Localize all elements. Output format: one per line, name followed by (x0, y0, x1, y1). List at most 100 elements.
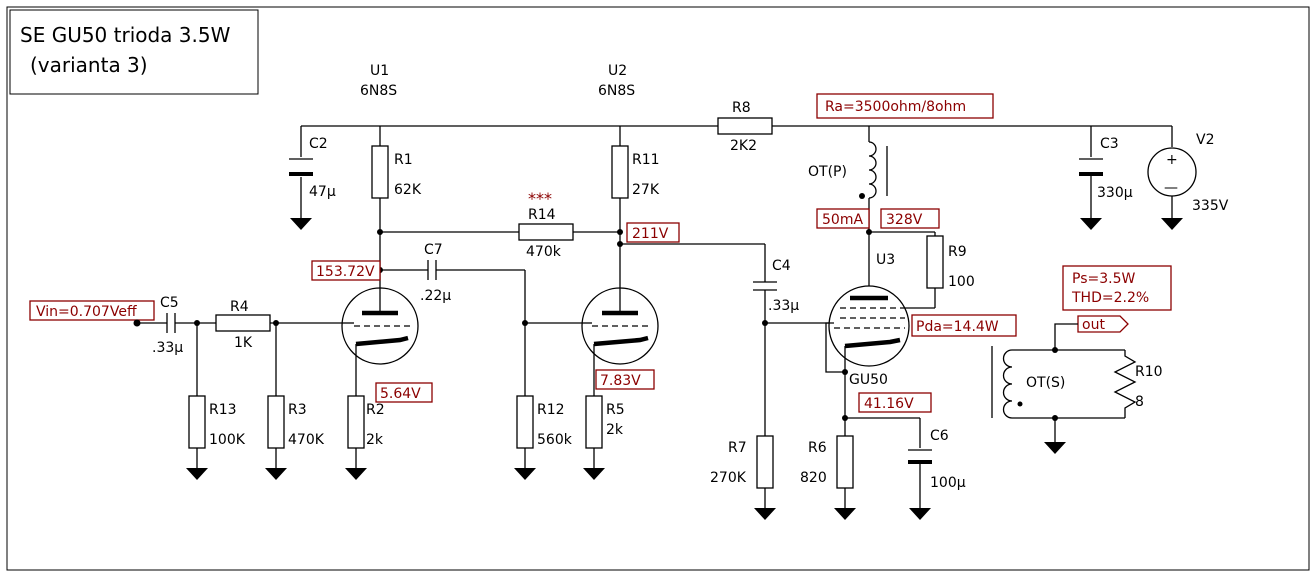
r6-value: 820 (800, 470, 827, 486)
output-transformer-primary (859, 126, 944, 309)
r9-ref: R9 (948, 244, 967, 260)
c3-ref: C3 (1100, 136, 1119, 152)
r10-ref: R10 (1135, 364, 1163, 380)
c7-value: .22µ (420, 288, 451, 304)
voltage-source-v2: + — V2 335V (1147, 126, 1229, 230)
ot-voltage-box (880, 208, 940, 229)
r3-value: 470K (288, 432, 325, 448)
ot-secondary-label: OT(S) (1026, 375, 1065, 391)
r4-ref: R4 (230, 299, 249, 315)
capacitor-c3: C3 330µ (1079, 126, 1133, 230)
u3-ref: U3 (876, 252, 895, 268)
c2-ref: C2 (309, 136, 328, 152)
coupling-c4-r7 (620, 243, 834, 520)
ot-current: 50mA (822, 212, 863, 228)
u2-type: 6N8S (598, 83, 635, 99)
output-transformer-secondary (991, 346, 1137, 454)
r10-value: 8 (1135, 394, 1144, 410)
u1-anode-box (311, 260, 381, 281)
resistor-r11: R11 27K (611, 126, 660, 284)
r5-ref: R5 (606, 402, 625, 418)
r11-ref: R11 (632, 152, 660, 168)
r9-value: 100 (948, 274, 975, 290)
c4-ref: C4 (772, 258, 791, 274)
tube-u2 (581, 284, 659, 396)
u1-ref: U1 (370, 63, 389, 79)
v2-ref: V2 (1196, 132, 1214, 148)
ot-current-box (816, 208, 870, 229)
title-line1: SE GU50 trioda 3.5W (20, 23, 231, 47)
ra-box (816, 93, 994, 119)
interstage-u1-u2 (377, 223, 620, 480)
u3-cathode-voltage: 41.16V (864, 396, 914, 412)
ps-label: Ps=3.5W (1072, 271, 1135, 287)
u1-cathode-box (375, 382, 433, 403)
resistor-r2: R2 2k (345, 394, 385, 480)
r14-value: 470k (526, 244, 562, 260)
r8-ref: R8 (732, 100, 751, 116)
c5-value: .33µ (152, 340, 183, 356)
c6-value: 100µ (930, 475, 966, 491)
u2-cathode-voltage: 7.83V (600, 373, 641, 389)
title-line2: (varianta 3) (30, 53, 148, 77)
ot-voltage: 328V (886, 212, 923, 228)
c5-ref: C5 (160, 295, 179, 311)
b-plus-rail (300, 125, 1172, 218)
pda-box (911, 314, 1017, 337)
u2-ref: U2 (608, 63, 627, 79)
v2-value: 335V (1192, 198, 1229, 214)
u3-cathode-box (858, 392, 932, 413)
tube-u3 (825, 285, 920, 436)
r13-value: 100K (209, 432, 246, 448)
v2-plus: + (1166, 152, 1178, 168)
u1-anode-voltage: 153.72V (316, 264, 375, 280)
thd-label: THD=2.2% (1071, 290, 1149, 306)
r11-value: 27K (632, 182, 660, 198)
resistor-r5: R5 2k (583, 395, 625, 480)
r8-value: 2K2 (730, 138, 757, 154)
capacitor-c2: C2 47µ (289, 136, 336, 230)
resistor-r6: R6 820 (800, 435, 856, 520)
ot-primary-label: OT(P) (808, 164, 847, 180)
c2-value: 47µ (309, 184, 336, 200)
u2-anode-voltage: 211V (632, 226, 669, 242)
v2-minus: — (1164, 180, 1178, 196)
outer-frame (6, 6, 1310, 571)
u2-anode-box (626, 222, 680, 243)
r7-value: 270K (710, 470, 747, 486)
r7-ref: R7 (728, 440, 747, 456)
title-box (9, 9, 259, 95)
r4-value: 1K (234, 335, 253, 351)
u2-cathode-box (595, 369, 655, 390)
ps-thd-box (1062, 265, 1172, 311)
r12-ref: R12 (537, 402, 565, 418)
r13-ref: R13 (209, 402, 237, 418)
ra-label: Ra=3500ohm/8ohm (825, 99, 966, 115)
input-network (133, 313, 342, 480)
r5-value: 2k (606, 422, 624, 438)
out-label: out (1082, 317, 1105, 333)
r6-ref: R6 (808, 440, 827, 456)
vin-box (29, 300, 155, 321)
resistor-r1: R1 62K (371, 126, 422, 280)
capacitor-c6: C6 100µ (908, 418, 966, 520)
r2-value: 2k (366, 432, 384, 448)
r1-value: 62K (394, 182, 422, 198)
resistor-r8: R8 2K2 (717, 100, 773, 154)
r1-ref: R1 (394, 152, 413, 168)
c6-ref: C6 (930, 428, 949, 444)
pda-label: Pda=14.4W (916, 319, 999, 335)
u1-type: 6N8S (360, 83, 397, 99)
r2-ref: R2 (366, 402, 385, 418)
u3-type: GU50 (849, 372, 888, 388)
u1-cathode-voltage: 5.64V (380, 386, 421, 402)
r14-ref: R14 (528, 207, 556, 223)
tube-u1 (341, 280, 419, 394)
vin-label: Vin=0.707Veff (36, 304, 137, 320)
output-port: out (1054, 315, 1129, 350)
r3-ref: R3 (288, 402, 307, 418)
c3-value: 330µ (1097, 185, 1133, 201)
r14-mark: *** (528, 189, 552, 208)
c7-ref: C7 (424, 242, 443, 258)
